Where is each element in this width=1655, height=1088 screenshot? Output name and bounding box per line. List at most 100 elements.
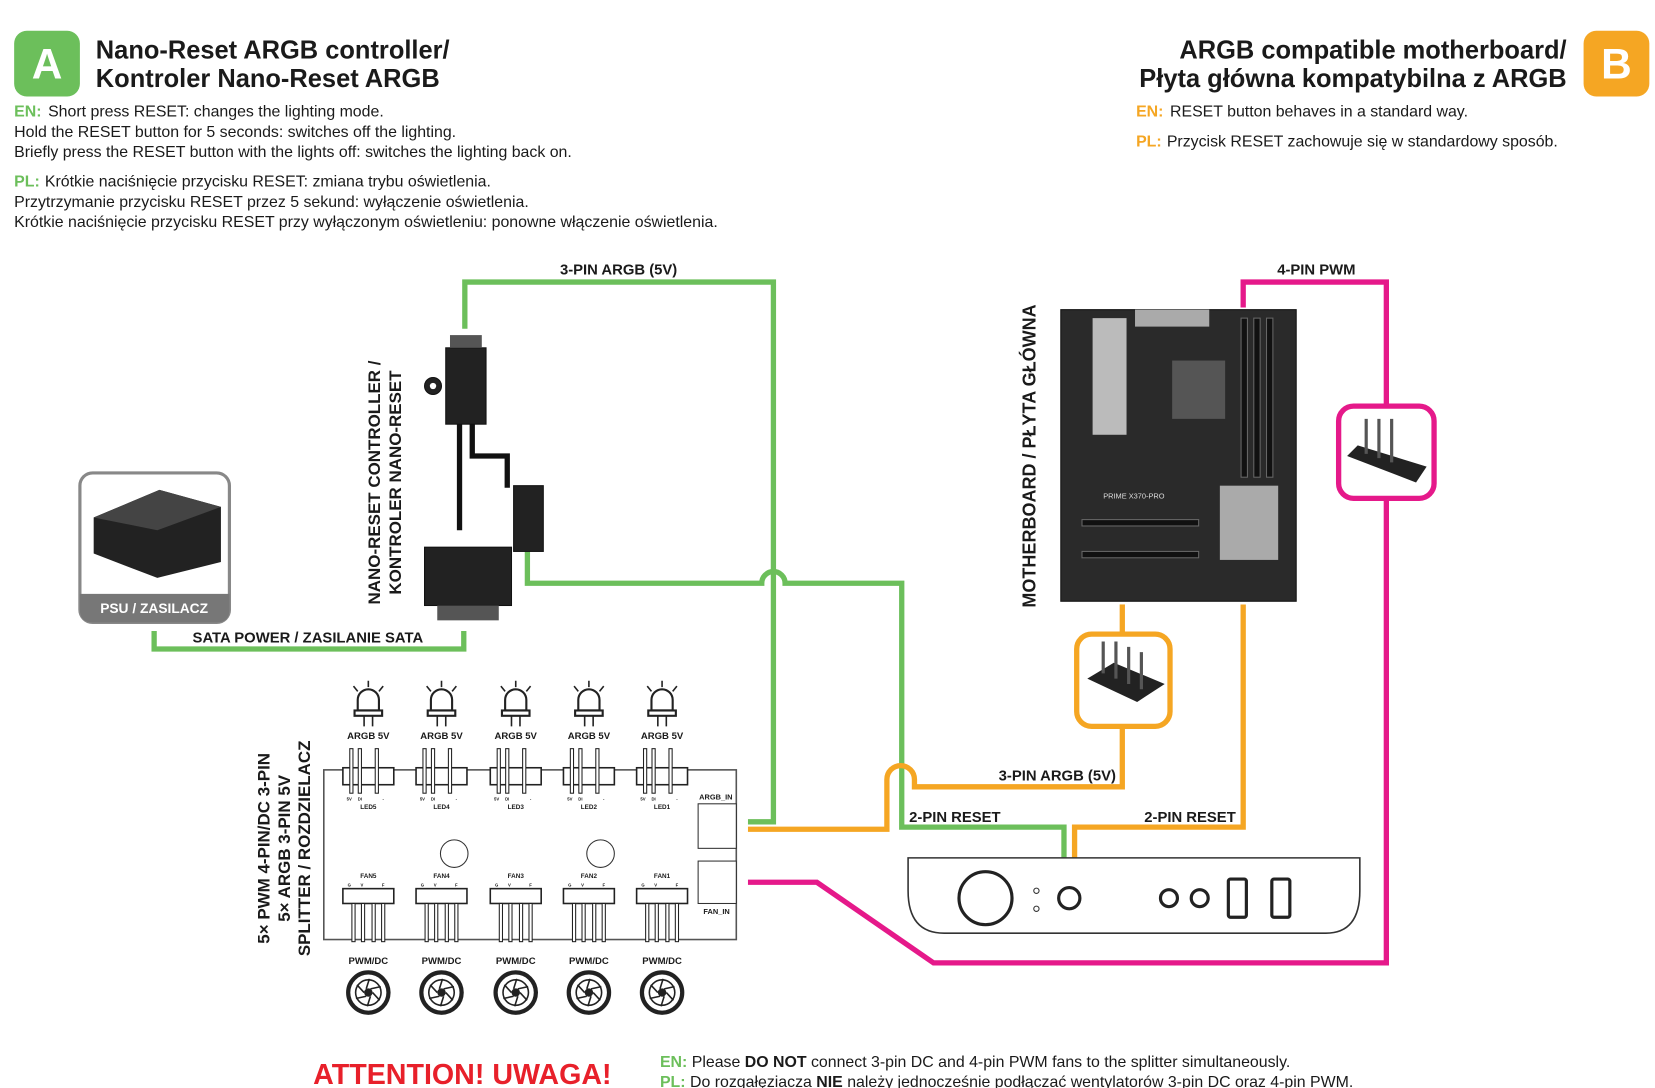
led-icon: [500, 680, 532, 727]
led-pin-label: -: [382, 797, 384, 802]
led-pin-label: 5V: [347, 797, 352, 802]
badge-b: [1583, 30, 1650, 97]
splitter-label-3: SPLITTER / ROZDZIELACZ: [295, 740, 314, 956]
warning-pl-prefix: PL:: [660, 1074, 686, 1088]
fan-header[interactable]: [635, 887, 689, 943]
led-header-label: LED5: [360, 804, 377, 811]
fan-header-label: FAN3: [508, 873, 525, 880]
warning-en-prefix: EN:: [660, 1054, 687, 1071]
fan-header-label: FAN4: [433, 873, 450, 880]
fan-pin-label: G: [641, 883, 645, 888]
fan-header[interactable]: [489, 887, 542, 943]
led-header[interactable]: [562, 748, 616, 794]
led-icon: [426, 680, 457, 727]
section-a-title: Nano-Reset ARGB controller/: [96, 36, 450, 64]
led-header[interactable]: [489, 748, 542, 794]
led-icon: [573, 680, 605, 727]
wire-sata: [151, 630, 467, 652]
warning-pl-text: Do rozgałęziacza: [690, 1074, 816, 1088]
warning-pl: PL: Do rozgałęziacza NIE należy jednocze…: [660, 1074, 1353, 1088]
fan-header-label: FAN1: [654, 873, 671, 880]
section-b-subtitle: Płyta główna kompatybilna z ARGB: [1139, 65, 1566, 93]
badge-a: [14, 30, 80, 97]
case-front-panel: [907, 857, 1361, 934]
b-pl-prefix: PL:: [1136, 133, 1162, 150]
b-pl-text: Przycisk RESET zachowuje się w standardo…: [1167, 133, 1558, 150]
fan-header-label: FAN5: [360, 873, 377, 880]
reset-button-icon: [1057, 885, 1082, 911]
fan-header[interactable]: [415, 887, 468, 943]
led-pin-label: DI: [431, 797, 435, 802]
pl-line-1: Krótkie naciśnięcie przycisku RESET: zmi…: [45, 174, 491, 191]
wire-argb-controller: [462, 279, 777, 825]
led-label: ARGB 5V: [347, 731, 390, 742]
fan-pin-label: G: [348, 883, 352, 888]
wire-reset-green: [524, 551, 1067, 884]
fan-pin-label: G: [421, 883, 425, 888]
fan-pin-label: F: [602, 883, 605, 888]
label-sata: SATA POWER / ZASILANIE SATA: [193, 631, 424, 647]
fan-label: PWM/DC: [348, 956, 388, 967]
fan-pin-label: V: [508, 883, 511, 888]
fan-pin-label: V: [361, 883, 364, 888]
usb-port-icon: [1270, 877, 1292, 919]
psu: PSU / ZASILACZ: [78, 471, 232, 625]
section-b: B ARGB compatible motherboard/ Płyta głó…: [1136, 30, 1650, 150]
led-label: ARGB 5V: [495, 731, 538, 742]
fan-pin-label: G: [495, 883, 499, 888]
led-pin-label: 5V: [567, 797, 572, 802]
splitter-label-2: 5× ARGB 3-PIN 5V: [275, 774, 294, 922]
motherboard-label: MOTHERBOARD / PŁYTA GŁÓWNA: [1018, 304, 1039, 607]
pl-line-3: Krótkie naciśnięcie przycisku RESET przy…: [14, 214, 718, 231]
badge-a-letter: A: [32, 40, 63, 87]
argb-in-label: ARGB_IN: [699, 793, 732, 802]
en-line-2: Hold the RESET button for 5 seconds: swi…: [14, 124, 456, 141]
led-pin-label: DI: [505, 797, 509, 802]
led-header-label: LED4: [433, 804, 450, 811]
fan-header[interactable]: [562, 887, 616, 943]
warning-en-text-end: connect 3-pin DC and 4-pin PWM fans to t…: [807, 1054, 1291, 1071]
fan-icon: [419, 970, 464, 1015]
en-line-1: Short press RESET: changes the lighting …: [48, 104, 384, 121]
label-reset-green: 2-PIN RESET: [909, 810, 1000, 826]
splitter-label-1: 5× PWM 4-PIN/DC 3-PIN: [255, 753, 274, 944]
warning-pl-emphasis: NIE: [816, 1074, 843, 1088]
pl-prefix: PL:: [14, 174, 40, 191]
psu-label: PSU / ZASILACZ: [100, 601, 208, 616]
warning-en-emphasis: DO NOT: [745, 1054, 807, 1071]
usb-port-icon: [1226, 877, 1248, 919]
led-pin-label: 5V: [640, 797, 645, 802]
fan-pin-label: V: [434, 883, 437, 888]
motherboard-model: PRIME X370-PRO: [1103, 491, 1165, 500]
fan-header[interactable]: [342, 887, 395, 943]
wire-argb-motherboard: [747, 726, 1125, 832]
fan-pin-label: F: [455, 883, 458, 888]
label-reset-orange: 2-PIN RESET: [1144, 810, 1235, 826]
led-pin-label: DI: [358, 797, 362, 802]
led-pin-label: -: [456, 797, 458, 802]
led-header[interactable]: [342, 748, 395, 794]
en-prefix: EN:: [14, 104, 41, 121]
warning-en: EN: Please DO NOT connect 3-pin DC and 4…: [660, 1054, 1290, 1071]
led-pin-label: -: [603, 797, 605, 802]
led-pin-label: -: [676, 797, 678, 802]
fan-icon: [493, 970, 539, 1015]
fan-pin-label: G: [568, 883, 572, 888]
fan-label: PWM/DC: [422, 956, 462, 967]
warning: ATTENTION! UWAGA! EN: Please DO NOT conn…: [313, 1054, 1353, 1088]
led-header[interactable]: [635, 748, 689, 794]
label-pwm: 4-PIN PWM: [1277, 263, 1355, 279]
b-en-prefix: EN:: [1136, 104, 1163, 121]
controller-label-1: NANO-RESET CONTROLLER /: [365, 360, 384, 604]
led-header[interactable]: [415, 748, 468, 794]
led-label: ARGB 5V: [641, 731, 684, 742]
badge-b-letter: B: [1601, 40, 1632, 87]
led-label: ARGB 5V: [568, 731, 611, 742]
fan-icon: [639, 970, 685, 1015]
led-label: ARGB 5V: [420, 731, 463, 742]
pwm-header-detail: [1335, 403, 1437, 502]
wire-pwm: [747, 279, 1389, 966]
